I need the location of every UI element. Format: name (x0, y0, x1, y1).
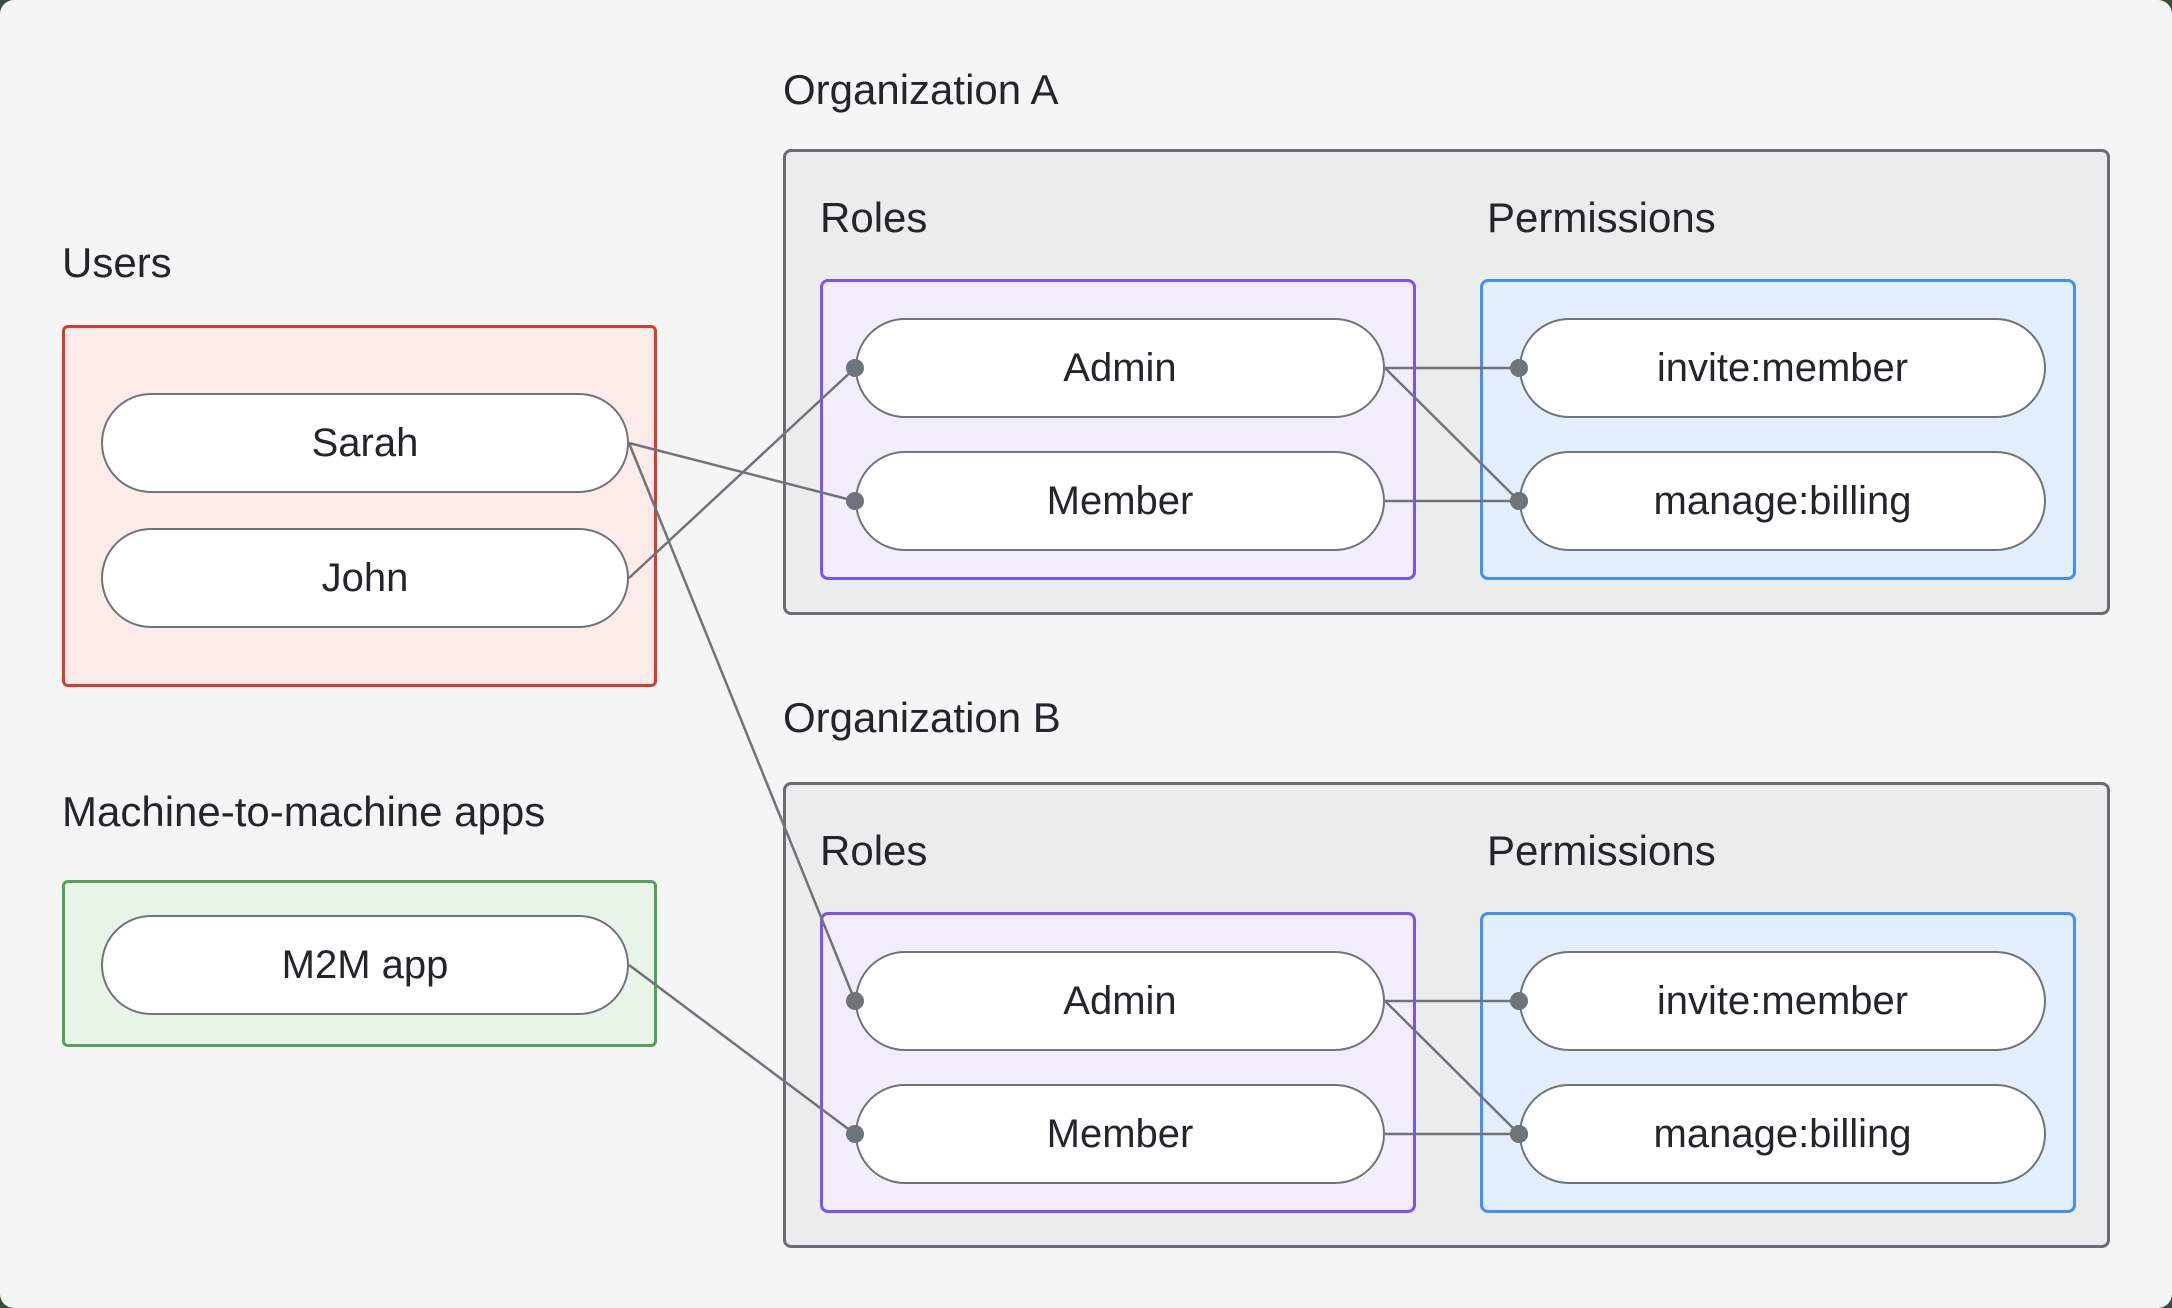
users-section-label: Users (62, 239, 172, 286)
org-a-permission-manage-billing: manage:billing (1519, 451, 2046, 551)
org-a-permission-invite-member: invite:member (1519, 318, 2046, 418)
org-b-role-member: Member (855, 1084, 1385, 1184)
org-b-roles-label: Roles (820, 827, 928, 874)
org-b-permissions-label: Permissions (1487, 827, 1716, 874)
org-a-roles-box: Admin Member (820, 279, 1416, 580)
org-a-permissions-label: Permissions (1487, 194, 1716, 241)
org-a-permissions-box: invite:member manage:billing (1480, 279, 2076, 580)
org-b-title: Organization B (783, 694, 1061, 741)
org-b-permission-manage-billing: manage:billing (1519, 1084, 2046, 1184)
org-a-role-admin: Admin (855, 318, 1385, 418)
m2m-box: M2M app (62, 880, 657, 1047)
user-node-sarah: Sarah (101, 393, 629, 493)
org-a-box: Roles Permissions Admin Member invite:me… (783, 149, 2110, 615)
org-b-roles-box: Admin Member (820, 912, 1416, 1213)
user-node-john: John (101, 528, 629, 628)
org-b-box: Roles Permissions Admin Member invite:me… (783, 782, 2110, 1248)
org-b-permission-invite-member: invite:member (1519, 951, 2046, 1051)
m2m-section-label: Machine-to-machine apps (62, 788, 546, 835)
m2m-node-app: M2M app (101, 915, 629, 1015)
org-a-roles-label: Roles (820, 194, 928, 241)
org-b-role-admin: Admin (855, 951, 1385, 1051)
org-a-title: Organization A (783, 66, 1059, 113)
org-b-permissions-box: invite:member manage:billing (1480, 912, 2076, 1213)
users-box: Sarah John (62, 325, 657, 687)
org-a-role-member: Member (855, 451, 1385, 551)
